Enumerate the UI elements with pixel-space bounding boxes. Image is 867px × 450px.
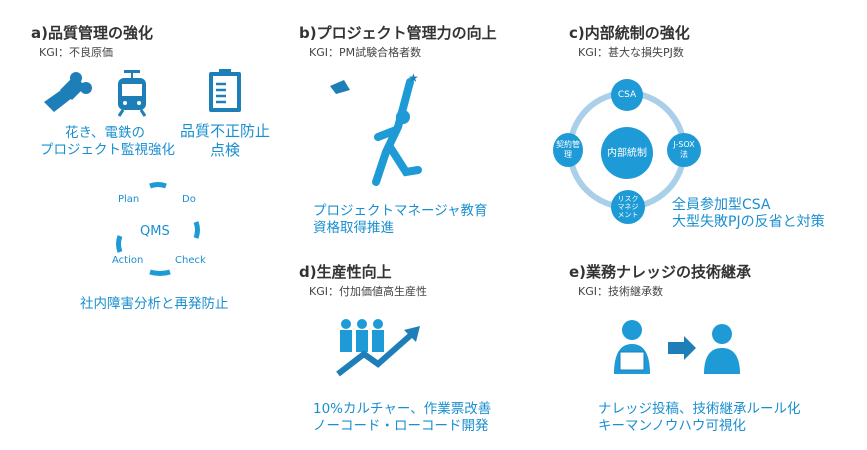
section-d-kgi: KGI：付加価値高生産性 [309,285,427,298]
section-b-text: プロジェクトマネージャ教育資格取得推進 [313,203,488,237]
text-line: 花き、電鉄の [64,125,146,141]
section-a-text3: 社内障害分析と再発防止 [80,296,229,312]
node-csa: CSA [611,79,643,111]
section-d-text: 10%カルチャー、作業票改善ノーコード・ローコード開発 [313,401,491,435]
node-center: 内部統制 [601,127,653,179]
node-jsox: J-SOX法 [667,133,701,167]
text-line: 品質不正防止 [179,122,270,140]
text-line: プロジェクトマネージャ教育 [313,203,488,219]
section-a-title: a)品質管理の強化 [31,24,153,42]
section-e-text: ナレッジ投稿、技術継承ルール化キーマンノウハウ可視化 [598,401,801,435]
section-b-title: b)プロジェクト管理力の向上 [299,24,497,42]
control-ring [567,90,687,210]
pdca-arrows [116,182,200,276]
person-reaching-star-icon: ★ [330,71,422,186]
text-line: ノーコード・ローコード開発 [313,418,489,434]
text-line: 全員参加型CSA [672,197,771,213]
node-contract: 契約管理 [553,133,583,167]
pdca-center: QMS [140,224,170,239]
text-line: 資格取得推進 [313,220,394,236]
section-d-title: d)生産性向上 [299,263,392,281]
text-line: 大型失敗PJの反省と対策 [672,214,825,230]
text-line: ナレッジ投稿、技術継承ルール化 [598,401,801,417]
text-line: プロジェクト監視強化 [40,142,175,158]
section-a-text2: 品質不正防止点検 [175,122,275,160]
knowledge-transfer-icon [614,320,740,374]
flower-bouquet-icon [44,72,92,112]
checklist-icon [209,69,241,112]
pdca-check: Check [175,255,206,266]
section-a-kgi: KGI：不良原価 [39,46,113,59]
node-risk: リスクマネジメント [611,190,645,224]
section-b-kgi: KGI：PM試験合格者数 [309,46,422,59]
text-line: 10%カルチャー、作業票改善 [313,401,492,417]
section-a-text1: 花き、電鉄のプロジェクト監視強化 [40,125,175,159]
pdca-action: Action [112,255,144,266]
section-e-title: e)業務ナレッジの技術継承 [569,263,752,281]
train-icon [117,70,147,117]
pdca-do: Do [182,194,196,205]
svg-text:★: ★ [408,71,419,85]
pdca-plan: Plan [118,194,140,205]
section-e-kgi: KGI：技術継承数 [578,285,663,298]
text-line: キーマンノウハウ可視化 [598,418,746,434]
team-growth-icon [336,319,420,377]
section-c-kgi: KGI：甚大な損失PJ数 [578,46,684,59]
section-c-title: c)内部統制の強化 [569,24,690,42]
text-line: 点検 [209,141,240,159]
